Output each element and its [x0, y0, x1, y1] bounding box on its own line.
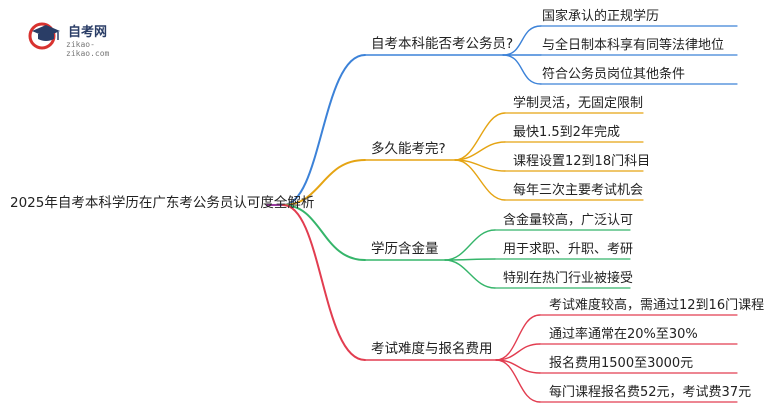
- leaf-connector: [454, 141, 506, 161]
- leaf-connector: [444, 259, 496, 289]
- root-node: 2025年自考本科学历在广东考公务员认可度全解析: [10, 195, 315, 211]
- branch-node-value: 学历含金量: [371, 241, 439, 257]
- leaf-connector: [502, 25, 542, 56]
- leaf-node: 用于求职、升职、考研: [503, 242, 634, 257]
- leaf-node: 最快1.5到2年完成: [513, 125, 620, 140]
- branch-node-difficulty-fees: 考试难度与报名费用: [371, 341, 493, 357]
- leaf-connector: [495, 343, 541, 361]
- leaf-node: 通过率通常在20%至30%: [549, 327, 698, 342]
- leaf-node: 课程设置12到18门科目: [513, 154, 651, 169]
- leaf-node: 报名费用1500至3000元: [549, 356, 694, 371]
- leaf-connector: [454, 112, 506, 161]
- leaf-connector: [495, 314, 541, 361]
- leaf-node: 与全日制本科享有同等法律地位: [542, 38, 725, 53]
- branch-node-duration: 多久能考完?: [371, 141, 446, 157]
- leaf-connector: [502, 54, 542, 85]
- leaf-node: 含金量较高，广泛认可: [503, 213, 634, 228]
- leaf-node: 考试难度较高，需通过12到16门课程: [549, 298, 764, 313]
- branch-connector: [282, 159, 366, 206]
- site-logo: 自考网 zikao-zikao.com: [28, 18, 138, 58]
- branch-connector: [282, 204, 366, 361]
- leaf-node: 国家承认的正规学历: [542, 9, 660, 24]
- leaf-node: 每年三次主要考试机会: [513, 183, 644, 198]
- logo-graduation-icon: [28, 22, 60, 50]
- leaf-connector: [454, 159, 506, 201]
- leaf-node: 每门课程报名费52元，考试费37元: [549, 385, 752, 400]
- leaf-connector: [495, 359, 541, 403]
- leaf-node: 特别在热门行业被接受: [503, 271, 634, 286]
- logo-title: 自考网: [68, 25, 108, 40]
- leaf-connector: [444, 229, 496, 261]
- branch-connector: [282, 204, 366, 261]
- leaf-node: 符合公务员岗位其他条件: [542, 67, 686, 82]
- branch-node-civil-eligibility: 自考本科能否考公务员?: [371, 36, 514, 52]
- branch-connector: [282, 54, 366, 206]
- leaf-node: 学制灵活，无固定限制: [513, 96, 644, 111]
- logo-subtitle: zikao-zikao.com: [66, 40, 110, 58]
